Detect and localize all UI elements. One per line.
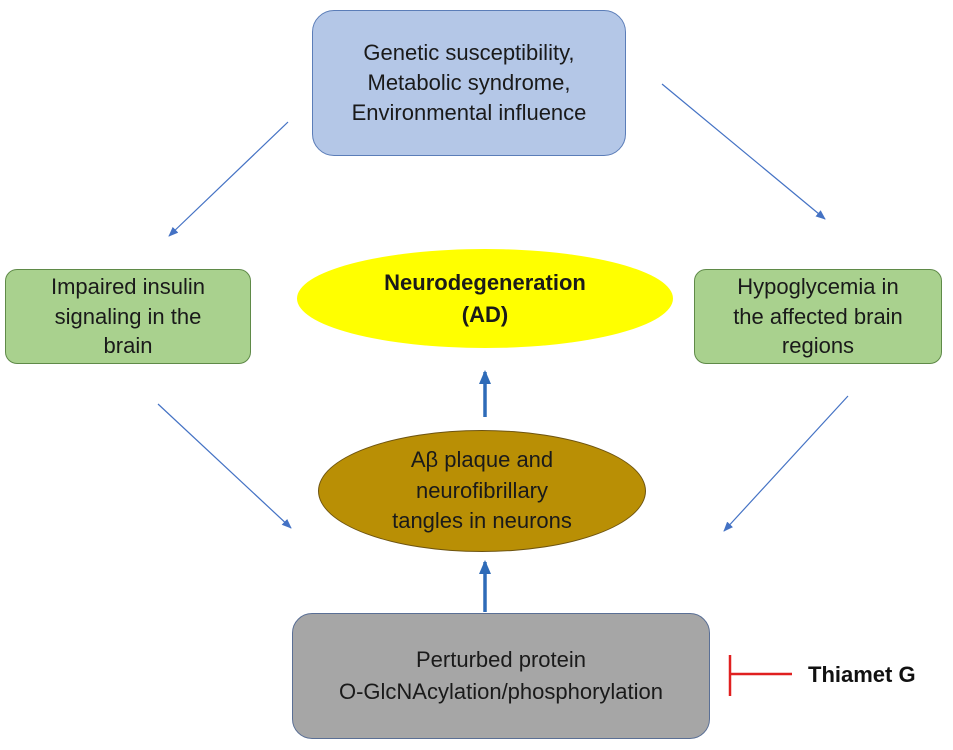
arrow-causes-to-hypoglycemia (661, 83, 826, 220)
neurodegeneration-ellipse: Neurodegeneration (AD) (297, 249, 673, 348)
plaque-text: Aβ plaque and neurofibrillary tangles in… (392, 446, 572, 534)
neurodegeneration-text: Neurodegeneration (AD) (384, 269, 586, 327)
plaque-ellipse: Aβ plaque and neurofibrillary tangles in… (318, 430, 646, 552)
insulin-box: Impaired insulin signaling in the brain (5, 269, 251, 364)
hypoglycemia-box: Hypoglycemia in the affected brain regio… (694, 269, 942, 364)
causes-box: Genetic susceptibility, Metabolic syndro… (312, 10, 626, 156)
insulin-text: Impaired insulin signaling in the brain (50, 273, 206, 359)
inhibitor-label: Thiamet G (808, 662, 916, 687)
perturbed-box: Perturbed protein O-GlcNAcylation/phosph… (292, 613, 710, 739)
arrow-causes-to-insulin (168, 121, 289, 237)
perturbed-text: Perturbed protein O-GlcNAcylation/phosph… (338, 647, 664, 704)
hypoglycemia-text: Hypoglycemia in the affected brain regio… (733, 273, 903, 359)
causes-text: Genetic susceptibility, Metabolic syndro… (351, 40, 587, 125)
arrow-hypoglycemia-to-plaque (723, 395, 849, 532)
arrow-insulin-to-plaque (157, 403, 292, 529)
